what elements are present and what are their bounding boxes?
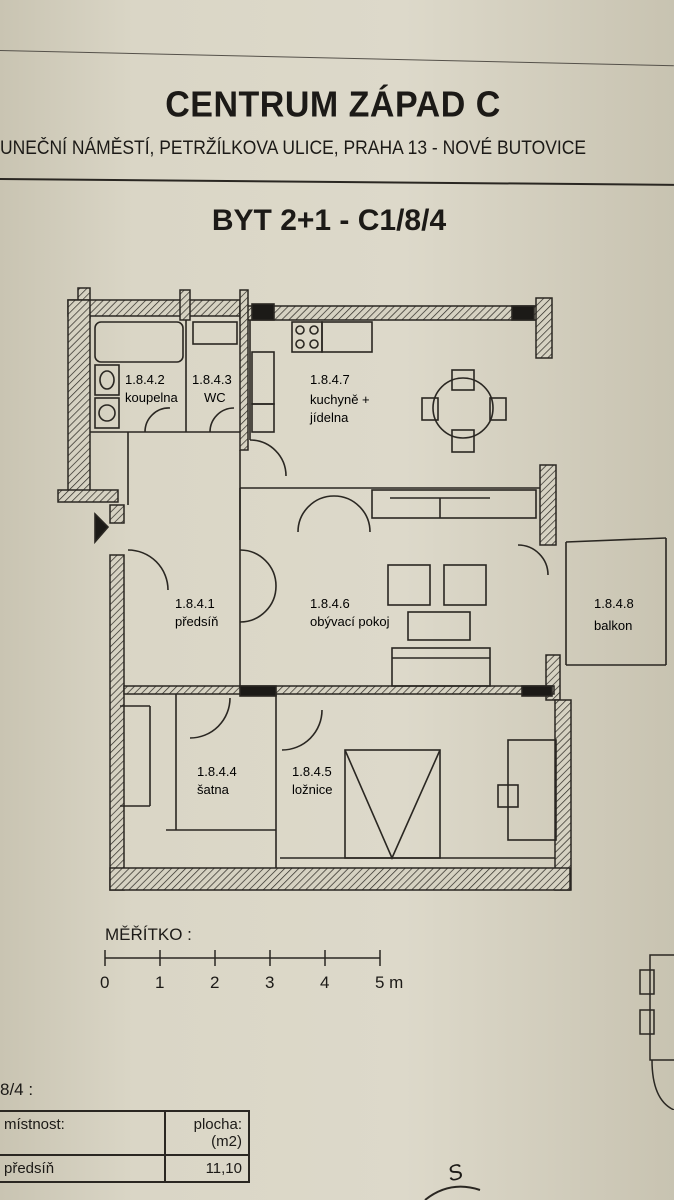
room-code-1-8-4-2: 1.8.4.2 bbox=[125, 372, 165, 387]
area-table: místnost: plocha: (m2) předsíň 11,10 bbox=[0, 1110, 250, 1183]
site-plan-fragment bbox=[639, 954, 674, 1110]
scale-tick-5: 5 m bbox=[375, 973, 404, 992]
room-name-obyvaci-pokoj: obývací pokoj bbox=[310, 614, 390, 629]
header-area-label: plocha: bbox=[193, 1116, 242, 1133]
scale-title: MĚŘÍTKO : bbox=[105, 925, 192, 944]
header-room: místnost: bbox=[0, 1110, 166, 1156]
room-code-1-8-4-1: 1.8.4.1 bbox=[175, 596, 215, 611]
flat-title: BYT 2+1 - C1/8/4 bbox=[211, 204, 447, 237]
scale-tick-4: 4 bbox=[320, 973, 330, 992]
room-name-satna: šatna bbox=[197, 782, 230, 797]
room-name-balkon: balkon bbox=[594, 618, 632, 633]
floor-plan: 1.8.4.1 předsíň 1.8.4.2 koupelna 1.8.4.3… bbox=[57, 287, 667, 891]
scale-tick-1: 1 bbox=[155, 973, 165, 992]
interior-lines bbox=[90, 303, 667, 868]
scale-tick-3: 3 bbox=[265, 973, 275, 992]
room-labels: 1.8.4.1 předsíň 1.8.4.2 koupelna 1.8.4.3… bbox=[125, 372, 634, 797]
room-code-1-8-4-4: 1.8.4.4 bbox=[197, 764, 237, 779]
room-code-1-8-4-8: 1.8.4.8 bbox=[594, 596, 634, 611]
compass-icon bbox=[424, 1185, 481, 1200]
table-row: předsíň 11,10 bbox=[0, 1154, 250, 1183]
room-name-koupelna: koupelna bbox=[125, 390, 179, 405]
table-caption: 8/4 : bbox=[0, 1080, 34, 1099]
project-address: UNEČNÍ NÁMĚSTÍ, PETRŽÍLKOVA ULICE, PRAHA… bbox=[0, 138, 587, 159]
row-area: 11,10 bbox=[164, 1154, 250, 1183]
room-name-loznice: ložnice bbox=[292, 782, 332, 797]
header-area-unit: (m2) bbox=[211, 1133, 242, 1150]
room-code-1-8-4-5: 1.8.4.5 bbox=[292, 764, 332, 779]
header-area: plocha: (m2) bbox=[164, 1110, 250, 1156]
room-name-kuchyne: kuchyně + bbox=[310, 392, 370, 407]
scale-tick-0: 0 bbox=[100, 973, 110, 992]
scale-tick-2: 2 bbox=[210, 973, 220, 992]
table-header-row: místnost: plocha: (m2) bbox=[0, 1110, 250, 1156]
room-code-1-8-4-3: 1.8.4.3 bbox=[192, 372, 232, 387]
room-code-1-8-4-7: 1.8.4.7 bbox=[310, 372, 350, 387]
scale-bar bbox=[104, 950, 381, 966]
walls bbox=[57, 287, 572, 891]
room-name-predsin: předsíň bbox=[175, 614, 218, 629]
room-name-wc: WC bbox=[204, 390, 226, 405]
room-name-jidelna: jídelna bbox=[309, 410, 349, 425]
row-room: předsíň bbox=[0, 1154, 166, 1183]
room-code-1-8-4-6: 1.8.4.6 bbox=[310, 596, 350, 611]
project-title: CENTRUM ZÁPAD C bbox=[165, 85, 501, 125]
